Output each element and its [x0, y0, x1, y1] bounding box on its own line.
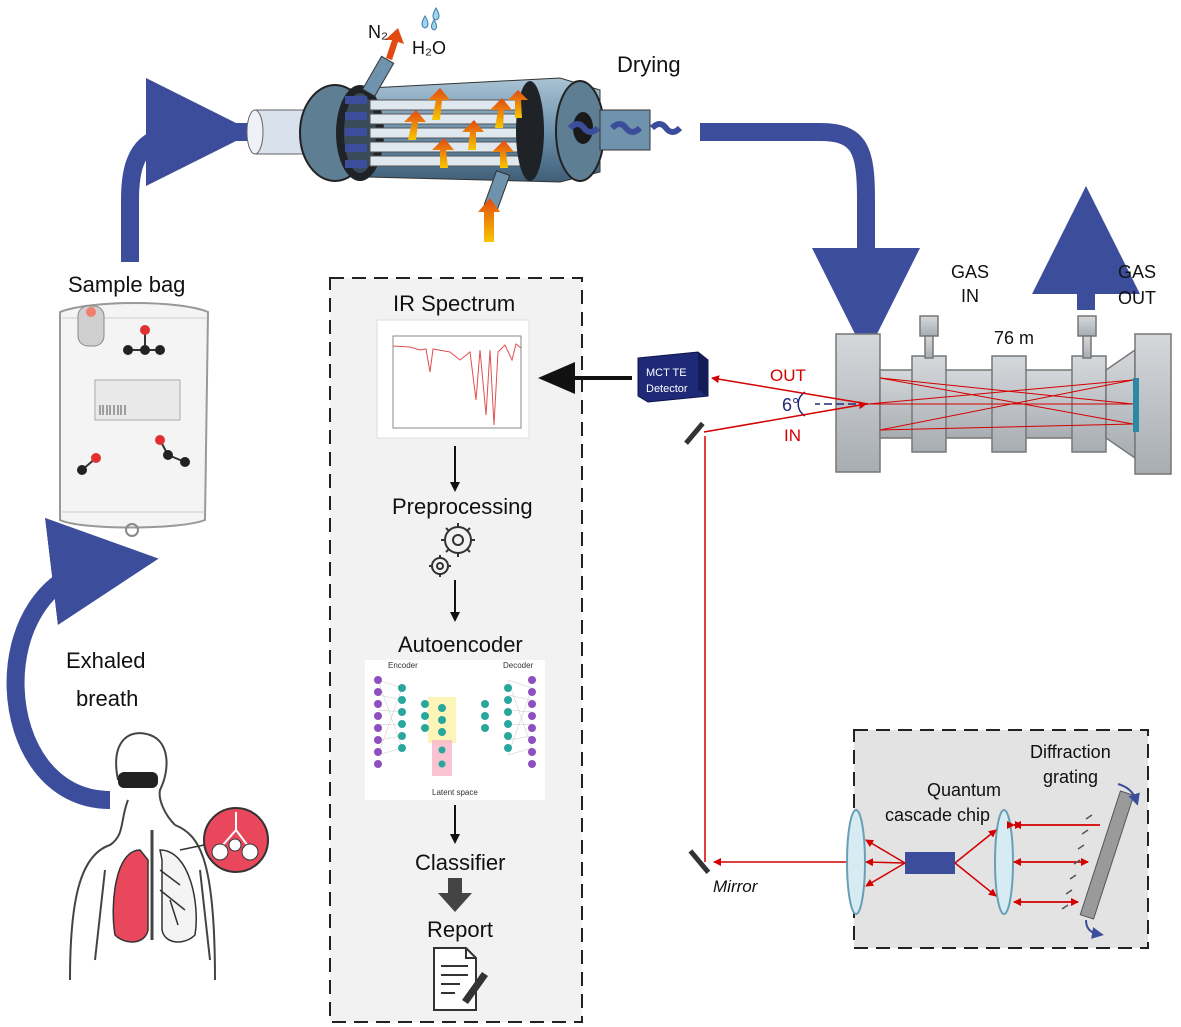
grating-label-line1: Diffraction	[1030, 742, 1111, 762]
detector-to-spectrum-arrow	[538, 362, 632, 394]
beam-out-label: OUT	[770, 366, 806, 385]
autoencoder-network: Encoder Decoder Latent space	[365, 660, 545, 800]
collimating-lens	[994, 809, 1014, 915]
purge-in-arrow	[478, 198, 500, 242]
water-drops-icon	[421, 7, 440, 31]
preprocessing-label: Preprocessing	[392, 494, 533, 519]
heat-arrows	[404, 88, 528, 168]
lower-mirror	[688, 849, 711, 875]
dryer-rear-ring	[516, 81, 544, 181]
report-label: Report	[427, 917, 493, 942]
dryer-assembly	[246, 7, 683, 242]
mct-detector	[637, 351, 709, 403]
n2-out-arrow	[385, 28, 404, 60]
ir-spectrum-label: IR Spectrum	[393, 291, 515, 316]
bag-to-dryer-arrow	[121, 78, 254, 262]
bag-valve	[77, 305, 105, 347]
autoencoder-label: Autoencoder	[398, 632, 523, 657]
alveoli-magnifier	[179, 807, 269, 873]
angle-arc	[797, 391, 806, 417]
inlet-pipe	[215, 123, 255, 141]
exhaled-breath-label-line2: breath	[76, 686, 138, 711]
n2-label: N₂	[368, 22, 388, 42]
qc-chip	[905, 852, 955, 874]
flow-arrows	[6, 78, 1140, 809]
laser-beam-path	[703, 375, 869, 866]
ir-spectrum-plot	[376, 319, 530, 439]
gas-out-label-line2: OUT	[1118, 288, 1156, 308]
qc-chip-label-line2: cascade chip	[885, 805, 990, 825]
grating-label-line2: grating	[1043, 767, 1098, 787]
purge-outlet	[361, 55, 395, 97]
drying-label: Drying	[617, 52, 681, 77]
latent-caption: Latent space	[432, 788, 478, 797]
sample-bag	[59, 302, 210, 537]
exhaled-breath-label-line1: Exhaled	[66, 648, 146, 673]
angle-label: 6°	[782, 395, 799, 415]
output-lens	[846, 809, 866, 915]
sample-bag-label: Sample bag	[68, 272, 185, 297]
cell-mirror	[1133, 378, 1139, 432]
detector-label-line1: MCT TE	[646, 367, 687, 379]
classifier-label: Classifier	[415, 850, 505, 875]
lungs-icon	[112, 849, 197, 943]
arrow-classifier-to-report	[438, 878, 472, 912]
encoder-caption: Encoder	[388, 661, 418, 670]
human-figure	[69, 732, 216, 981]
gas-out-label-line1: GAS	[1118, 262, 1156, 282]
beam-in-label: IN	[784, 426, 801, 445]
decoder-caption: Decoder	[503, 661, 534, 670]
gas-in-label-line1: GAS	[951, 262, 989, 282]
breath-to-bag-arrow	[6, 517, 159, 809]
detector-label-line2: Detector	[646, 383, 688, 395]
mirror-label: Mirror	[713, 877, 759, 896]
path-length-label: 76 m	[994, 328, 1034, 348]
gas-in-label-line2: IN	[961, 286, 979, 306]
breath-mask	[118, 772, 158, 788]
diffraction-grating	[1061, 783, 1140, 939]
dryer-to-cell-arrow	[700, 123, 920, 356]
molecule-icons	[77, 325, 190, 475]
bag-label-sticker	[94, 379, 181, 421]
upper-mirror	[684, 421, 705, 445]
h2o-label: H₂O	[412, 38, 446, 58]
gear-icon	[429, 523, 475, 577]
qc-chip-label-line1: Quantum	[927, 780, 1001, 800]
multipass-beams	[867, 377, 1134, 431]
report-document-icon	[433, 947, 488, 1011]
